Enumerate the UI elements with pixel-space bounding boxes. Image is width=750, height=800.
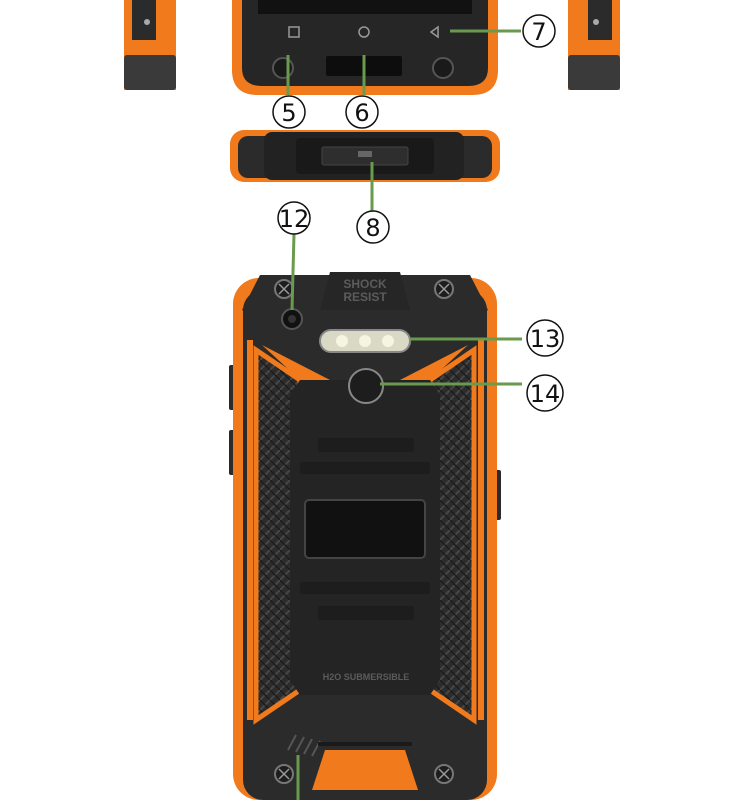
callout-label: 7 — [531, 18, 546, 46]
callout-label: 12 — [279, 205, 310, 233]
callout-label: 8 — [365, 214, 380, 242]
left-side-edge — [124, 0, 176, 90]
callout-14: 14 — [526, 374, 564, 412]
back-window — [304, 499, 426, 559]
callout-8: 8 — [356, 210, 390, 244]
callout-label: 6 — [354, 99, 369, 127]
shock-label-line1: SHOCK — [343, 277, 387, 291]
fingerprint-sensor — [348, 368, 384, 404]
leader-lines — [286, 29, 522, 800]
callout-13: 13 — [526, 319, 564, 357]
back-key — [429, 25, 439, 39]
usb-port — [358, 151, 372, 157]
screw — [272, 57, 294, 79]
recent-apps-key — [288, 26, 300, 38]
callout-label: 14 — [530, 380, 561, 408]
callout-label: 5 — [281, 99, 296, 127]
callout-7: 7 — [522, 14, 556, 48]
phone-front-bottom — [232, 0, 498, 95]
phone-back: SHOCK RESIST H2O SUBMERSIBLE — [229, 272, 501, 800]
right-side-edge — [568, 0, 620, 90]
speaker-grille — [287, 734, 321, 757]
shock-label-line2: RESIST — [343, 290, 387, 304]
callout-label: 13 — [530, 325, 561, 353]
submersible-label: H2O SUBMERSIBLE — [323, 672, 410, 682]
phone-bottom-edge — [230, 130, 500, 182]
home-key — [358, 26, 370, 38]
callout-6: 6 — [345, 95, 379, 129]
screw — [432, 57, 454, 79]
callout-5: 5 — [272, 95, 306, 129]
callout-12: 12 — [277, 201, 311, 235]
